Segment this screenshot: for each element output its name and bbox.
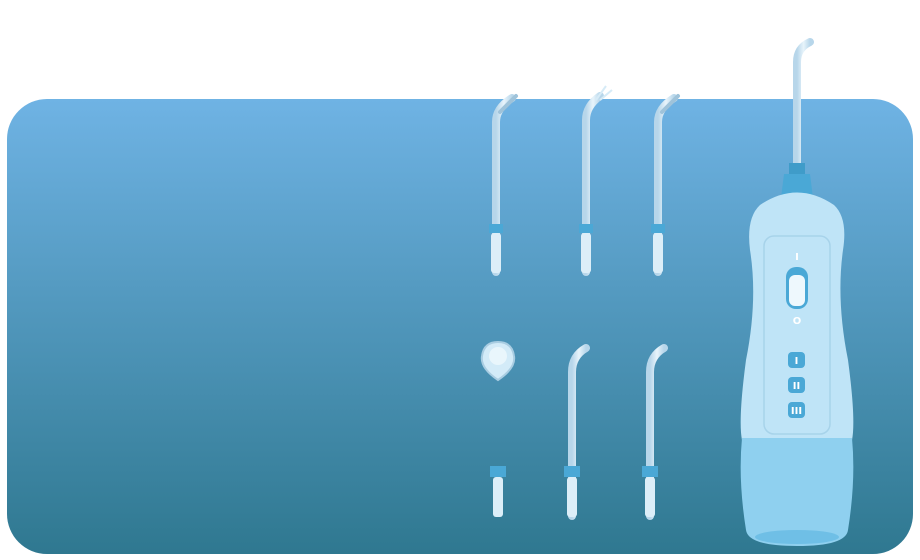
nozzle-periodontal-2: [642, 344, 668, 520]
control-panel: [763, 235, 831, 435]
svg-text:III: III: [791, 406, 802, 417]
water-flosser-device: I O I II III: [740, 38, 854, 546]
mode-button-1[interactable]: I: [788, 352, 805, 368]
svg-text:II: II: [793, 381, 800, 392]
nozzle-tongue-cleaner: [480, 340, 516, 520]
mode-button-3[interactable]: III: [788, 402, 805, 418]
svg-text:I: I: [795, 356, 799, 367]
switch-off-label: O: [793, 316, 802, 327]
nozzle-orthodontic: [579, 85, 613, 276]
nozzle-periodontal-1: [564, 344, 590, 520]
background-panel: [7, 99, 913, 554]
mode-button-2[interactable]: II: [788, 377, 805, 393]
nozzle-jet-2: [651, 94, 680, 276]
switch-on-label: I: [795, 252, 799, 263]
nozzle-jet-1: [489, 94, 518, 276]
